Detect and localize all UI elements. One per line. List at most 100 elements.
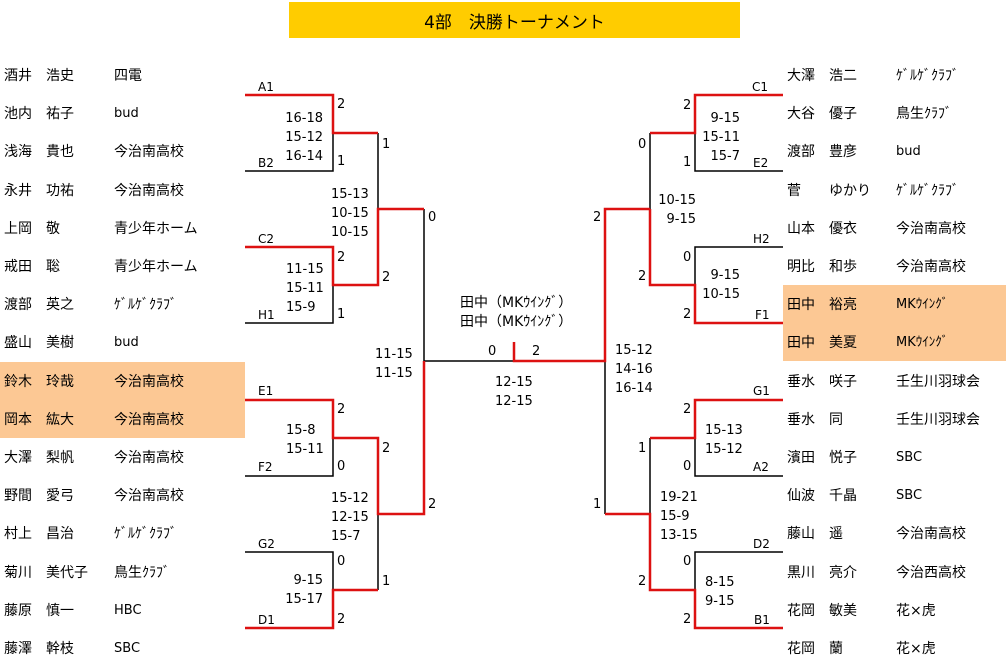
player-given: 祐子: [46, 106, 74, 123]
seed-label: C2: [258, 232, 275, 246]
player-given: ゆかり: [829, 182, 871, 199]
games-won: 2: [683, 402, 692, 417]
game-score: 12-15: [331, 510, 369, 525]
game-score: 10-15: [702, 287, 740, 302]
player-given: 貴也: [46, 144, 74, 161]
games-won: 0: [638, 137, 647, 152]
player-family: 菊川: [4, 564, 32, 581]
match-scores: 8-15 9-15: [705, 573, 735, 611]
player-team: 今治南高校: [896, 220, 966, 237]
player-team: 今治南高校: [896, 259, 966, 275]
line: [650, 93, 783, 135]
player-given: 亮介: [829, 564, 857, 581]
player-family: 渡部: [4, 297, 32, 314]
match-scores: 10-15 9-15: [658, 191, 696, 229]
seed-label: F2: [258, 460, 273, 474]
game-score: 9-15: [710, 268, 740, 283]
player-family: 上岡: [4, 220, 32, 237]
game-score: 9-15: [710, 111, 740, 126]
player-given: 遥: [829, 526, 843, 543]
player-family: 藤原: [4, 602, 32, 619]
player-team: 壬生川羽球会: [896, 373, 980, 390]
player-given: 敬: [46, 220, 60, 237]
line: [245, 93, 378, 135]
seed-label: E2: [753, 156, 769, 170]
games-won: 2: [337, 612, 346, 627]
player-given: 浩史: [46, 68, 74, 84]
seed-label: C1: [752, 80, 769, 94]
line: [245, 551, 334, 590]
player-family: 藤澤: [4, 641, 32, 657]
seed-label: B2: [258, 156, 274, 170]
player-given: 敏美: [829, 602, 857, 619]
player-team: bud: [114, 106, 139, 122]
game-score: 12-15: [495, 375, 533, 390]
game-score: 10-15: [331, 206, 369, 221]
game-score: 16-14: [285, 149, 323, 164]
player-family: 花岡: [787, 602, 815, 619]
player-given: 千晶: [829, 488, 857, 505]
player-given: 慎一: [46, 602, 74, 619]
player-family: 田中: [787, 335, 815, 352]
player-given: 功祐: [46, 182, 74, 199]
line: [648, 209, 783, 325]
line: [694, 438, 783, 477]
line: [605, 512, 783, 630]
player-team: ｹﾞﾙｹﾞｸﾗﾌﾞ: [896, 182, 959, 199]
game-score: 11-15: [375, 366, 413, 381]
game-score: 15-12: [331, 491, 369, 506]
game-score: 19-21: [660, 490, 698, 505]
player-given: 英之: [46, 297, 74, 314]
match-scores: 9-15 15-11 15-7: [702, 109, 740, 166]
match-scores: 16-18 15-12 16-14: [285, 109, 323, 166]
games-won: 2: [638, 574, 647, 589]
player-family: 花岡: [787, 641, 815, 657]
games-won: 2: [683, 98, 692, 113]
match-scores: 15-13 15-12: [705, 421, 743, 459]
player-family: 大澤: [4, 450, 32, 466]
player-family: 明比: [787, 259, 815, 275]
match-scores: 15-12 12-15 15-7: [331, 489, 369, 546]
seed-label: G2: [258, 537, 275, 551]
player-team: ｹﾞﾙｹﾞｸﾗﾌﾞ: [114, 526, 177, 543]
line: [245, 285, 334, 324]
player-given: 聡: [46, 259, 60, 275]
player-family: 垂水: [787, 411, 815, 428]
games-won: 1: [337, 307, 346, 322]
game-score: 15-12: [615, 343, 653, 358]
player-team: 鳥生ｸﾗﾌﾞ: [896, 106, 952, 123]
games-won: 2: [638, 269, 647, 284]
player-team: bud: [896, 144, 921, 160]
game-score: 15-12: [285, 130, 323, 145]
games-won: 1: [683, 155, 692, 170]
player-given: 裕亮: [829, 297, 857, 314]
game-score: 11-15: [286, 262, 324, 277]
player-given: 美代子: [46, 564, 88, 581]
player-family: 菅: [787, 182, 801, 199]
page-title: 4部 決勝トーナメント: [289, 2, 740, 38]
lines-black: [245, 133, 783, 590]
game-score: 15-13: [331, 187, 369, 202]
seed-label: A2: [753, 460, 769, 474]
final-scores: 12-15 12-15: [495, 373, 533, 411]
player-team: 花×虎: [896, 641, 936, 657]
player-family: 藤山: [787, 526, 815, 543]
line: [694, 246, 783, 285]
player-team: ｹﾞﾙｹﾞｸﾗﾌﾞ: [114, 297, 177, 314]
game-score: 15-11: [286, 442, 324, 457]
player-team: 今治南高校: [114, 488, 184, 505]
match-scores: 15-12 14-16 16-14: [615, 341, 653, 398]
player-team: MKｳｲﾝｸﾞ: [896, 297, 949, 313]
games-won: 0: [683, 459, 692, 474]
player-team: HBC: [114, 602, 142, 618]
player-given: 優衣: [829, 220, 857, 237]
player-team: 今治南高校: [114, 182, 184, 199]
games-won: 1: [382, 574, 391, 589]
line: [694, 551, 783, 590]
player-family: 大澤: [787, 68, 815, 84]
player-family: 渡部: [787, 144, 815, 161]
player-team: 青少年ホーム: [114, 220, 198, 237]
game-score: 12-15: [495, 394, 533, 409]
player-family: 村上: [4, 526, 32, 543]
